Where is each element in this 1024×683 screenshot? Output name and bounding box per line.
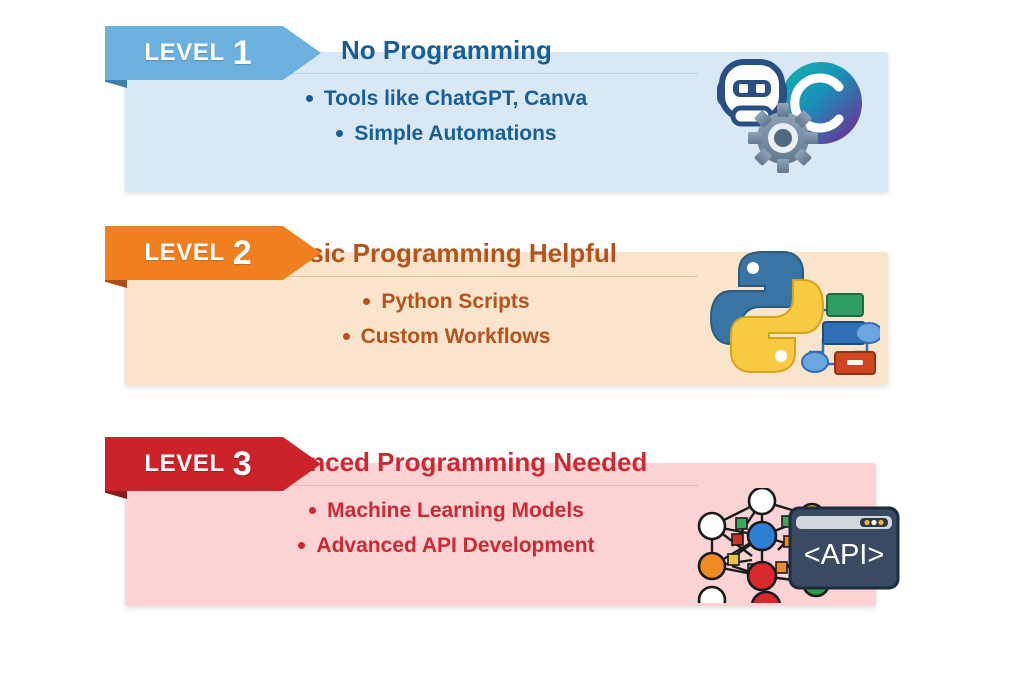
robot-icon — [717, 59, 787, 127]
flowchart-nodes — [801, 293, 883, 375]
level-content-1: No Programming Tools like ChatGPT, Canva… — [171, 35, 698, 157]
ribbon-label-1: LEVEL — [144, 39, 225, 66]
bullet-text: Tools like ChatGPT, Canva — [323, 87, 588, 111]
ribbon-shape-3: LEVEL 3 — [105, 437, 321, 491]
bullet-dot-icon — [342, 333, 350, 341]
level-content-3: Advanced Programming Needed Machine Lear… — [171, 448, 698, 569]
list-item: Python Scripts — [195, 290, 698, 313]
api-window-label: <API> — [804, 539, 885, 571]
bullet-dot-icon — [298, 542, 306, 550]
level-bullets-3: Machine Learning Models Advanced API Dev… — [195, 499, 698, 557]
ribbon-shape-1: LEVEL 1 — [105, 26, 321, 80]
ribbon-number-3: 3 — [232, 445, 252, 483]
level-ribbon-1: LEVEL 1 — [105, 26, 321, 88]
list-item: Simple Automations — [195, 122, 698, 145]
bullet-dot-icon — [309, 507, 317, 515]
level-bullets-1: Tools like ChatGPT, Canva Simple Automat… — [195, 87, 698, 145]
list-item: Advanced API Development — [195, 534, 698, 557]
level-content-2: Basic Programming Helpful Python Scripts… — [171, 238, 698, 360]
bullet-dot-icon — [336, 130, 344, 138]
bullet-dot-icon — [305, 95, 313, 103]
ribbon-label-3: LEVEL — [144, 450, 225, 477]
ribbon-label-2: LEVEL — [144, 239, 225, 266]
level-icons-2 — [705, 248, 883, 378]
list-item: Custom Workflows — [195, 325, 698, 348]
list-item: Machine Learning Models — [195, 499, 698, 522]
level-card-3: LEVEL 3 Advanced Programming Needed Mach… — [105, 437, 900, 622]
heading-divider-3 — [195, 485, 698, 487]
level-icons-3: <API> — [690, 486, 900, 622]
level-icons-1 — [703, 56, 878, 176]
bullet-text: Simple Automations — [354, 122, 557, 146]
ribbon-number-2: 2 — [232, 234, 252, 272]
level-card-1: LEVEL 1 No Programming Tools like ChatGP… — [105, 26, 888, 192]
heading-divider-1 — [195, 73, 698, 75]
api-window-icon: <API> — [788, 506, 900, 590]
bullet-text: Python Scripts — [381, 290, 530, 314]
level-ribbon-2: LEVEL 2 — [105, 226, 321, 288]
bullet-dot-icon — [363, 298, 371, 306]
heading-divider-2 — [195, 276, 698, 278]
level-heading-1: No Programming — [341, 35, 552, 65]
bullet-text: Advanced API Development — [316, 534, 595, 558]
bullet-text: Machine Learning Models — [327, 499, 584, 523]
python-logo-icon — [709, 251, 825, 373]
bullet-text: Custom Workflows — [360, 325, 551, 349]
ribbon-shape-2: LEVEL 2 — [105, 226, 321, 280]
level-bullets-2: Python Scripts Custom Workflows — [195, 290, 698, 348]
list-item: Tools like ChatGPT, Canva — [195, 87, 698, 110]
gear-icon — [748, 103, 818, 173]
level-ribbon-3: LEVEL 3 — [105, 437, 321, 499]
level-card-2: LEVEL 2 Basic Programming Helpful Python… — [105, 226, 888, 385]
level-heading-2: Basic Programming Helpful — [276, 238, 617, 268]
ribbon-number-1: 1 — [232, 34, 252, 72]
